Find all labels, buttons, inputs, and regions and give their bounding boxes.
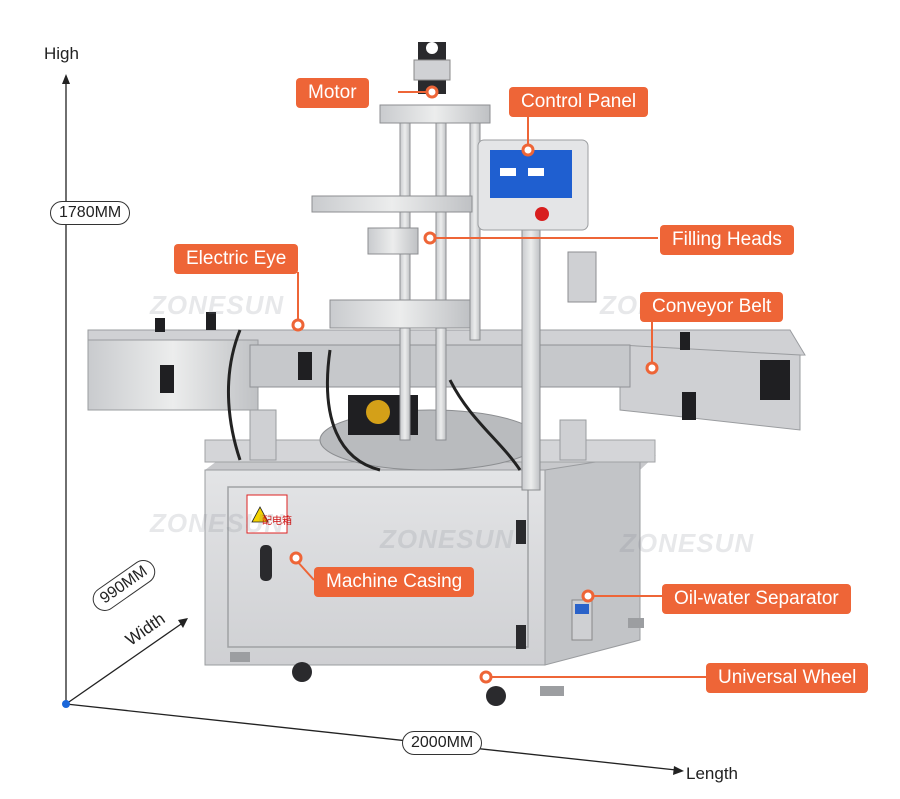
hoses <box>226 329 522 472</box>
height-value: 1780MM <box>50 201 131 225</box>
callout-filling-heads: Filling Heads <box>660 225 794 255</box>
sensor-block <box>567 251 597 303</box>
separator-shape <box>571 599 593 641</box>
watermark-5: ZONESUN <box>620 528 755 558</box>
dimension-axes <box>62 74 684 775</box>
motor-shape <box>413 42 451 94</box>
callout-control-panel: Control Panel <box>509 87 649 117</box>
callout-oil-water-separator: Oil-water Separator <box>662 584 851 614</box>
filling-frame <box>311 104 541 491</box>
warning-sign-text: 配电箱 <box>262 516 292 527</box>
callout-machine-casing: Machine Casing <box>314 567 475 597</box>
callout-universal-wheel: Universal Wheel <box>706 663 869 693</box>
control-panel-shape <box>477 139 589 231</box>
watermark-4: ZONESUN <box>380 524 515 554</box>
high-label: High <box>44 44 79 63</box>
callout-conveyor-belt: Conveyor Belt <box>640 292 784 322</box>
wheels <box>230 618 644 706</box>
callout-dots <box>289 85 659 684</box>
length-label: Length <box>686 764 738 783</box>
callout-motor: Motor <box>296 78 369 108</box>
callout-electric-eye: Electric Eye <box>174 244 299 274</box>
length-value: 2000MM <box>402 731 483 755</box>
machine-casing-shape <box>204 454 656 666</box>
origin-dot <box>62 700 70 708</box>
watermark-1: ZONESUN <box>150 290 285 320</box>
watermark-3: ZONESUN <box>150 508 285 538</box>
